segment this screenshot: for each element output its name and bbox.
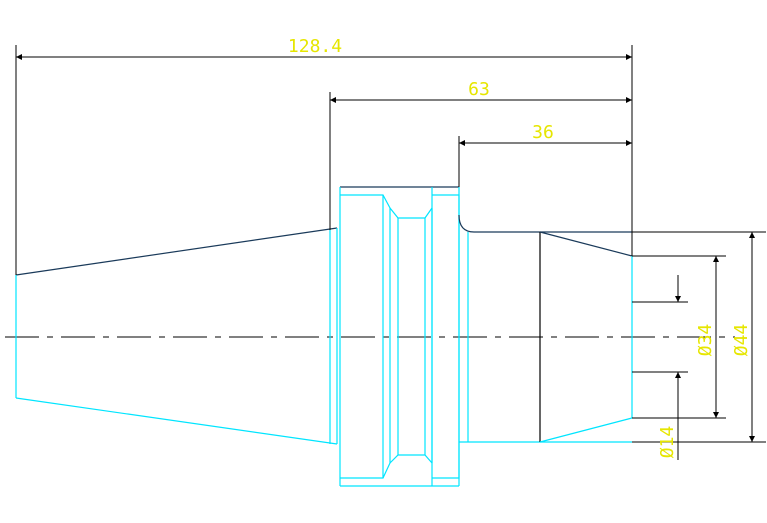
dimension-length-36: 36 [458, 122, 632, 187]
dimension-label-dia-44: Ø44 [731, 324, 752, 357]
dimension-dia-34: Ø34 [632, 255, 726, 419]
dimension-label-36: 36 [532, 122, 554, 143]
dimension-label-dia-14: Ø14 [657, 426, 678, 459]
dimension-label-63: 63 [468, 79, 490, 100]
dimension-dia-44: Ø44 [632, 231, 766, 443]
taper-shank [15, 227, 338, 445]
dimension-overall-length: 128.4 [15, 36, 633, 275]
dimension-length-63: 63 [329, 79, 632, 230]
dimension-label-dia-34: Ø34 [695, 324, 716, 357]
collet-body [458, 214, 633, 443]
dimension-label-overall: 128.4 [288, 36, 342, 57]
flange-body [339, 186, 460, 487]
dimension-dia-14: Ø14 [632, 275, 688, 460]
